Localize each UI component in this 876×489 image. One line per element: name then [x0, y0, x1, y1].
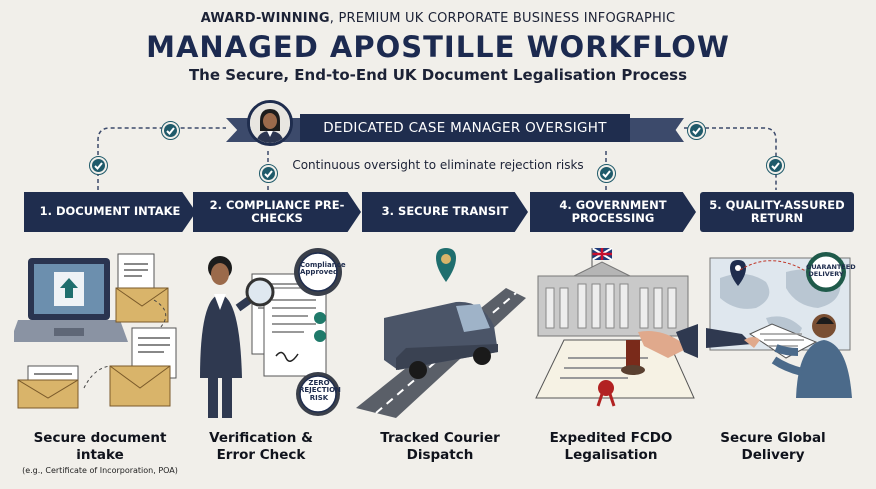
case-manager-banner: DEDICATED CASE MANAGER OVERSIGHT	[300, 114, 630, 142]
step-2-compliance-pre-checks: 2. COMPLIANCE PRE-CHECKS	[193, 192, 361, 232]
step-5-quality-assured-return: 5. QUALITY-ASSURED RETURN	[700, 192, 854, 232]
guaranteed-delivery-stamp: GUARANTEED DELIVERY	[806, 263, 856, 279]
document-intake-illustration	[14, 253, 177, 409]
intake-examples-note: (e.g., Certificate of Incorporation, POA…	[22, 466, 178, 475]
zero-rejection-risk-stamp: ZERO REJECTION RISK	[299, 379, 341, 402]
kicker: AWARD-WINNING, PREMIUM UK CORPORATE BUSI…	[200, 11, 676, 26]
check-icon	[89, 156, 108, 175]
check-icon	[597, 164, 616, 183]
caption-expedited-fcdo-legalisation: Expedited FCDO Legalisation	[549, 430, 673, 463]
check-icon	[766, 156, 785, 175]
step-1-document-intake: 1. DOCUMENT INTAKE	[24, 192, 196, 232]
global-delivery-illustration	[706, 252, 852, 398]
check-icon	[161, 121, 180, 140]
step-4-government-processing: 4. GOVERNMENT PROCESSING	[530, 192, 696, 232]
compliance-check-illustration	[200, 248, 342, 418]
page-subtitle: The Secure, End-to-End UK Document Legal…	[188, 66, 688, 84]
case-manager-avatar	[247, 100, 293, 146]
compliance-approved-stamp: Compliance Approved	[300, 261, 346, 277]
page-title: MANAGED APOSTILLE WORKFLOW	[146, 30, 730, 64]
banner-ribbon-right	[624, 118, 684, 142]
caption-secure-document-intake: Secure document intake	[33, 430, 167, 463]
caption-secure-global-delivery: Secure Global Delivery	[720, 430, 826, 463]
caption-tracked-courier-dispatch: Tracked Courier Dispatch	[380, 430, 500, 463]
caption-verification-error-check: Verification & Error Check	[209, 430, 313, 463]
oversight-note: Continuous oversight to eliminate reject…	[292, 158, 584, 172]
courier-van-illustration	[356, 248, 526, 418]
check-icon	[259, 164, 278, 183]
check-icon	[687, 121, 706, 140]
step-3-secure-transit: 3. SECURE TRANSIT	[362, 192, 528, 232]
fcdo-building-illustration	[535, 248, 698, 407]
